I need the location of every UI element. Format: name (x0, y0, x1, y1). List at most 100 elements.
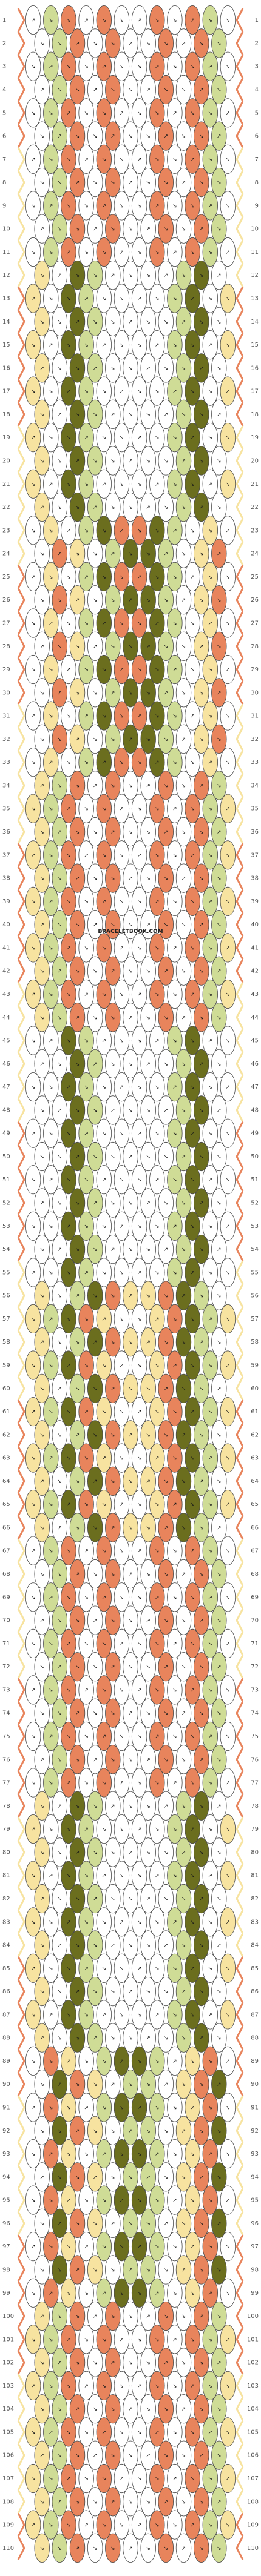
edge-strand (236, 2002, 244, 2027)
knot (34, 1235, 50, 1264)
knot (158, 1466, 174, 1496)
knot (123, 1373, 138, 1403)
knot (149, 1490, 165, 1519)
knot (105, 446, 121, 476)
knot (87, 1327, 103, 1357)
knot-arrow-icon: ↗ (58, 2499, 63, 2505)
knot (140, 2348, 156, 2377)
knot (105, 121, 121, 151)
knot (52, 817, 68, 847)
knot-arrow-icon: ↘ (181, 1339, 186, 1346)
knot (114, 1072, 130, 1102)
knot-arrow-icon: ↗ (102, 203, 107, 209)
knot (105, 1884, 121, 1914)
knot-arrow-icon: ↗ (217, 1386, 222, 1392)
knot-arrow-icon: ↘ (155, 667, 160, 673)
knot-arrow-icon: ↘ (93, 134, 98, 140)
knot (105, 1235, 121, 1264)
row-number: 43 (2, 991, 10, 998)
knot-arrow-icon: ↘ (84, 2198, 89, 2204)
knot-arrow-icon: ↘ (93, 2082, 98, 2088)
edge-strand (17, 356, 25, 380)
row-number: 18 (2, 411, 10, 418)
knot (185, 1165, 200, 1195)
knot-arrow-icon: ↘ (110, 87, 115, 93)
knot (140, 585, 156, 615)
knot-arrow-icon: ↘ (75, 644, 80, 650)
knot-arrow-icon: ↘ (102, 574, 107, 580)
knot (87, 631, 103, 661)
knot (52, 492, 68, 522)
edge-strand (236, 2443, 244, 2468)
knot (78, 794, 94, 823)
knot (105, 307, 121, 336)
knot-arrow-icon: ↗ (164, 551, 169, 557)
knot-arrow-icon: ↗ (128, 2546, 133, 2552)
knot (167, 2046, 183, 2076)
knot (123, 2301, 138, 2331)
knot (185, 1536, 200, 1565)
knot (34, 75, 50, 105)
knot (220, 1582, 236, 1612)
knot-arrow-icon: ↗ (84, 2383, 89, 2389)
knot (158, 2533, 174, 2563)
knot-arrow-icon: ↘ (75, 1525, 80, 1532)
knot (131, 516, 147, 545)
knot-arrow-icon: ↗ (190, 2523, 195, 2529)
knot (211, 1884, 227, 1914)
knot-arrow-icon: ↘ (66, 1456, 71, 1462)
knot (149, 144, 165, 174)
knot (185, 1675, 200, 1705)
knot-arrow-icon: ↘ (164, 597, 169, 603)
knot-arrow-icon: ↘ (31, 482, 36, 488)
edge-strand (17, 2536, 25, 2560)
knot-arrow-icon: ↘ (39, 2360, 44, 2366)
knot (202, 840, 219, 870)
knot (61, 51, 76, 81)
knot-arrow-icon: ↗ (75, 1572, 80, 1578)
knot (194, 863, 209, 893)
row-number: 19 (2, 434, 10, 441)
knot-arrow-icon: ↘ (93, 1247, 98, 1253)
knot-arrow-icon: ↘ (208, 1919, 213, 1925)
knot-arrow-icon: ↗ (128, 1432, 133, 1438)
knot-arrow-icon: ↘ (84, 2151, 89, 2157)
knot-arrow-icon: ↘ (155, 806, 160, 812)
knot-arrow-icon: ↘ (226, 2291, 231, 2297)
knot (87, 2533, 103, 2563)
knot (43, 1211, 59, 1241)
knot (114, 284, 130, 313)
knot-arrow-icon: ↘ (172, 1873, 177, 1879)
edge-strand (236, 2512, 244, 2537)
knot-arrow-icon: ↘ (84, 667, 89, 673)
row-number: 59 (251, 1363, 259, 1369)
knot-arrow-icon: ↘ (128, 2082, 133, 2088)
knot (123, 1930, 138, 1960)
knot (87, 28, 103, 58)
knot (25, 191, 41, 221)
knot-arrow-icon: ↗ (190, 1549, 195, 1555)
knot (123, 1003, 138, 1032)
knot-arrow-icon: ↗ (155, 1316, 160, 1323)
knot (96, 98, 112, 128)
edge-strand (236, 611, 244, 636)
knot (211, 771, 227, 800)
knot (61, 2510, 76, 2540)
row-number: 32 (2, 736, 10, 743)
knot-arrow-icon: ↘ (66, 714, 71, 720)
knot-arrow-icon: ↗ (208, 2151, 213, 2157)
knot (149, 1628, 165, 1658)
knot (140, 2162, 156, 2192)
edge-strand (17, 2443, 25, 2468)
knot-arrow-icon: ↘ (84, 528, 89, 534)
knot (211, 2116, 227, 2145)
knot-arrow-icon: ↘ (66, 1549, 71, 1555)
knot (202, 2463, 219, 2494)
knot (202, 1072, 219, 1102)
knot (96, 608, 112, 638)
edge-strand (236, 982, 244, 1006)
knot-arrow-icon: ↗ (146, 1618, 151, 1624)
knot-arrow-icon: ↘ (146, 1804, 151, 1810)
knot-arrow-icon: ↘ (217, 783, 222, 789)
knot (202, 2278, 219, 2308)
